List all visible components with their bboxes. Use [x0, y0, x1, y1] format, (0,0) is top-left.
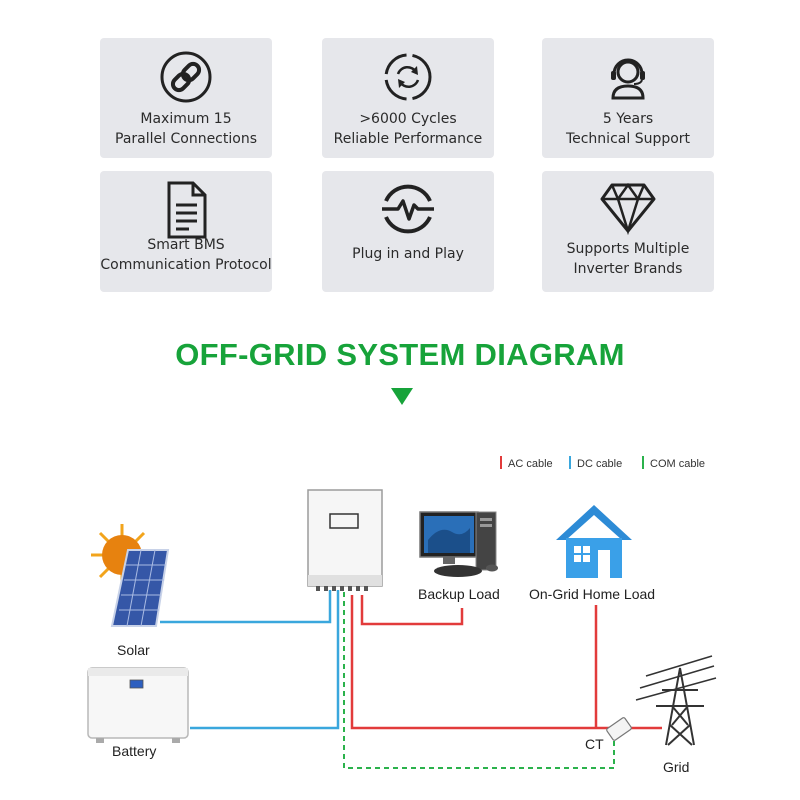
- document-icon: [167, 181, 207, 239]
- feature-card-parallel: Maximum 15 Parallel Connections: [100, 38, 272, 158]
- diagram-headline: OFF-GRID SYSTEM DIAGRAM: [175, 337, 625, 372]
- ct-label: CT: [585, 736, 604, 752]
- legend-ac: AC cable: [500, 456, 553, 470]
- chain-link-icon: [160, 51, 212, 103]
- feature-line2: Communication Protocol: [100, 257, 272, 273]
- backup-load-label: Backup Load: [418, 586, 500, 602]
- feature-line2: Parallel Connections: [115, 131, 257, 147]
- feature-card-cycles: >6000 Cycles Reliable Performance: [322, 38, 494, 158]
- solar-label: Solar: [117, 642, 150, 658]
- feature-line1: >6000 Cycles: [359, 111, 457, 127]
- ac-cables: [350, 595, 662, 730]
- heartbeat-icon: [382, 184, 434, 234]
- feature-line1: Smart BMS: [147, 237, 225, 253]
- cycle-arrows-icon: [384, 53, 432, 101]
- computer-icon: [419, 511, 498, 577]
- home-load-label: On-Grid Home Load: [529, 586, 656, 602]
- feature-card-plug-play: Plug in and Play: [322, 171, 494, 292]
- battery-label: Battery: [112, 743, 157, 759]
- legend-com-label: COM cable: [650, 458, 706, 470]
- feature-line2: Inverter Brands: [573, 261, 683, 277]
- house-icon: [556, 505, 632, 578]
- feature-card-support: 5 Years Technical Support: [542, 38, 714, 158]
- legend-ac-label: AC cable: [508, 458, 553, 470]
- legend-dc: DC cable: [569, 456, 622, 470]
- headset-support-icon: [611, 58, 645, 100]
- battery-unit: [87, 667, 189, 743]
- down-arrow-icon: [391, 388, 413, 405]
- com-cable: [343, 592, 615, 769]
- inverter-unit: [307, 489, 383, 591]
- grid-label: Grid: [663, 759, 690, 775]
- feature-card-bms: Smart BMS Communication Protocol: [100, 171, 272, 292]
- feature-line1: Maximum 15: [140, 111, 232, 127]
- diamond-icon: [600, 182, 656, 235]
- feature-line1: 5 Years: [602, 111, 654, 127]
- dc-cables: [160, 590, 340, 730]
- feature-line2: Technical Support: [565, 131, 691, 147]
- feature-card-inverters: Supports Multiple Inverter Brands: [542, 171, 714, 292]
- feature-line1: Supports Multiple: [566, 241, 690, 257]
- legend-dc-label: DC cable: [577, 458, 623, 470]
- solar-panel-icon: [110, 549, 170, 627]
- feature-line1: Plug in and Play: [352, 246, 464, 262]
- feature-line2: Reliable Performance: [333, 131, 483, 147]
- ct-sensor-icon: [606, 717, 632, 741]
- transmission-tower-icon: [635, 655, 717, 746]
- legend-com: COM cable: [642, 456, 705, 470]
